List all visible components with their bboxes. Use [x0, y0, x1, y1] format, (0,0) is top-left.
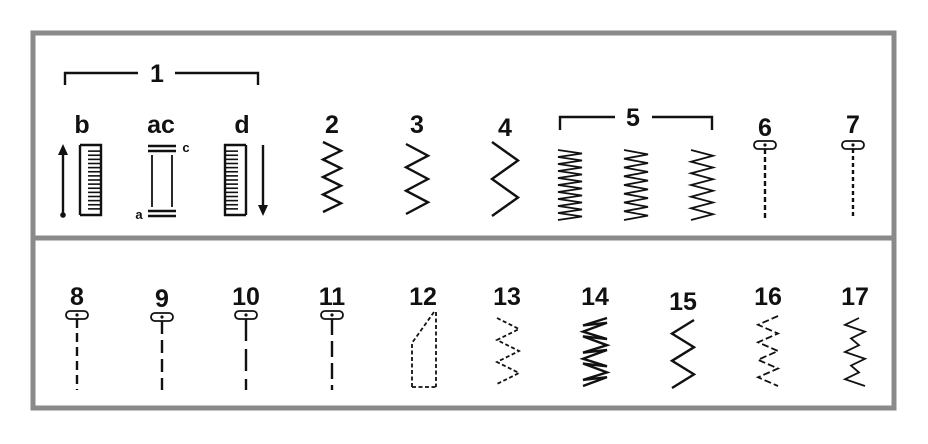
label-15: 15 — [669, 288, 697, 316]
needle-icon-11 — [320, 310, 344, 390]
label-7: 7 — [846, 111, 860, 139]
label-b: b — [74, 111, 89, 139]
label-a: a — [135, 207, 143, 222]
label-ac: ac — [147, 111, 175, 139]
label-8: 8 — [70, 283, 84, 311]
needle-icon-10 — [234, 310, 258, 390]
needle-icon-8 — [65, 310, 89, 390]
zigzag-stitch-3 — [403, 142, 431, 216]
label-6: 6 — [758, 114, 772, 142]
label-11: 11 — [319, 283, 346, 311]
label-2: 2 — [325, 111, 339, 139]
overlock-stitch-17 — [842, 317, 868, 387]
buttonhole-ac — [148, 144, 176, 218]
label-17: 17 — [841, 283, 869, 311]
label-10: 10 — [232, 283, 260, 311]
label-5: 5 — [626, 104, 640, 132]
label-12: 12 — [409, 283, 437, 311]
label-9: 9 — [155, 285, 169, 313]
label-14: 14 — [581, 283, 609, 311]
label-1: 1 — [150, 60, 164, 88]
label-13: 13 — [493, 283, 521, 311]
outer-frame — [30, 30, 897, 411]
zigzag-stitch-5c — [687, 149, 717, 221]
dashed-zigzag-stitch-13 — [494, 317, 522, 385]
needle-icon-7 — [841, 140, 865, 218]
zigzag-stitch-5a — [557, 149, 583, 221]
broken-zigzag-stitch-16 — [755, 315, 781, 387]
label-16: 16 — [754, 283, 782, 311]
blind-hem-stitch-12 — [411, 311, 437, 388]
label-3: 3 — [410, 111, 424, 139]
label-c: c — [182, 140, 189, 155]
zigzag-stitch-4 — [489, 141, 521, 217]
buttonhole-b — [58, 143, 103, 218]
zigzag-stitch-2 — [320, 140, 344, 214]
zigzag-stitch-15 — [669, 318, 697, 390]
needle-icon-9 — [150, 312, 174, 390]
needle-icon-6 — [753, 140, 777, 218]
zigzag-stitch-5b — [623, 149, 649, 221]
group-5-bracket — [558, 115, 714, 130]
label-d: d — [234, 111, 249, 139]
triple-zigzag-stitch-14 — [579, 316, 611, 388]
buttonhole-d — [223, 143, 268, 217]
label-4: 4 — [498, 114, 512, 142]
group-1-bracket — [63, 71, 260, 85]
